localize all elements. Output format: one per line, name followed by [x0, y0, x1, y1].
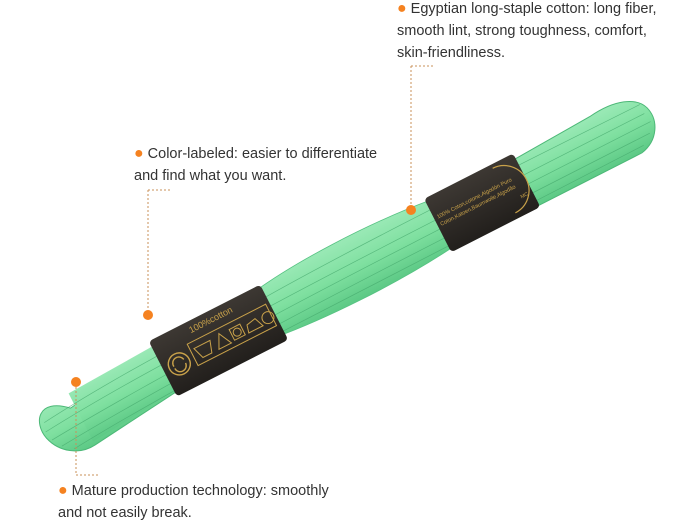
leader-lines [75, 65, 434, 476]
bullet-icon: ● [397, 0, 407, 17]
callout-color-line-1: Color-labeled: easier to differentiate [147, 146, 378, 162]
right-band-mark: MC [520, 191, 530, 200]
callout-color-labeled: ●Color-labeled: easier to differentiate … [134, 143, 377, 187]
callout-mature-line-2: and not easily break. [58, 505, 192, 521]
brand-emblem-icon: MC [492, 165, 530, 214]
callout-egyptian-line-3: skin-friendliness. [397, 45, 505, 61]
callout-mature-technology: ●Mature production technology: smoothly … [58, 480, 329, 524]
marker-mature [71, 377, 81, 387]
bullet-icon: ● [58, 482, 68, 499]
left-label-band: 100%cotton [150, 285, 287, 396]
dry-clean-icon [261, 311, 275, 325]
thread-left-section [68, 344, 179, 442]
leader-mature [75, 383, 98, 476]
iron-icon [246, 317, 264, 334]
marker-egyptian [406, 205, 416, 215]
callout-color-line-2: and find what you want. [134, 168, 287, 184]
recycle-icon [167, 352, 192, 376]
wash-icon [193, 339, 213, 359]
no-tumble-dry-icon [228, 323, 246, 341]
thread-middle-section [252, 199, 455, 338]
callout-egyptian-cotton: ●Egyptian long-staple cotton: long fiber… [397, 0, 657, 64]
callout-egyptian-line-1: Egyptian long-staple cotton: long fiber, [410, 1, 657, 17]
no-bleach-icon [218, 332, 233, 351]
care-symbols-box [186, 303, 278, 367]
callout-egyptian-line-2: smooth lint, strong toughness, comfort, [397, 23, 647, 39]
bullet-icon: ● [134, 145, 144, 162]
marker-color [143, 310, 153, 320]
leader-color [147, 189, 172, 314]
thread-right-end [510, 101, 656, 209]
leader-egyptian [410, 65, 434, 208]
callout-mature-line-1: Mature production technology: smoothly [71, 483, 329, 499]
